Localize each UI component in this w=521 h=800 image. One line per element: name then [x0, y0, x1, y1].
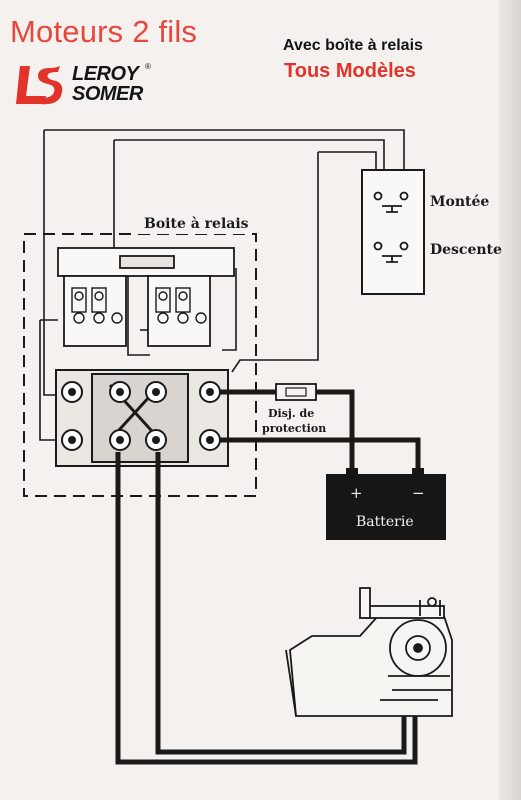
- relay-left: [63, 275, 127, 347]
- switch-box: [361, 169, 425, 295]
- control-wire-5: [127, 268, 150, 356]
- control-wire-7: [222, 268, 237, 351]
- circuit-breaker: [275, 383, 317, 401]
- relay-box-label: Boite à relais: [144, 216, 249, 232]
- subtitle: Avec boîte à relais: [283, 37, 423, 54]
- cable-motor-2: [155, 452, 407, 755]
- cable-motor-1: [115, 452, 418, 765]
- control-wire-3-down: [231, 152, 319, 373]
- winch-motor: [285, 587, 453, 717]
- registered-mark: ®: [145, 62, 151, 71]
- control-wire-4: [39, 319, 60, 441]
- relay-fuse: [119, 255, 175, 269]
- subtitle-highlight: Tous Modèles: [284, 60, 416, 82]
- battery-minus: −: [412, 484, 425, 502]
- control-wire-top: [44, 129, 405, 175]
- battery-plus: +: [350, 484, 363, 502]
- relay-box-label-bg: [136, 212, 246, 234]
- battery: [326, 474, 446, 540]
- switch-up-contact: [382, 205, 402, 213]
- breaker-label-line1: Disj. de: [268, 407, 314, 420]
- switch-up-label: Montée: [430, 194, 489, 210]
- control-wire-3: [318, 151, 377, 175]
- control-wire-left: [43, 130, 60, 396]
- page-edge: [499, 0, 521, 800]
- cable-breaker-to-battery: [220, 389, 355, 474]
- switch-down-label: Descente: [430, 242, 502, 258]
- control-wire-2: [114, 139, 385, 175]
- battery-label: Batterie: [356, 514, 414, 530]
- relay-right: [147, 275, 211, 347]
- cable-battery-negative: [220, 437, 421, 474]
- switch-down-contact: [382, 255, 402, 263]
- page-title: Moteurs 2 fils: [10, 14, 198, 49]
- breaker-label-line2: protection: [262, 422, 326, 435]
- logo-line-leroy: LEROY: [72, 63, 139, 85]
- logo-line-somer: SOMER: [72, 83, 143, 105]
- leroy-somer-logo-icon: [16, 66, 63, 105]
